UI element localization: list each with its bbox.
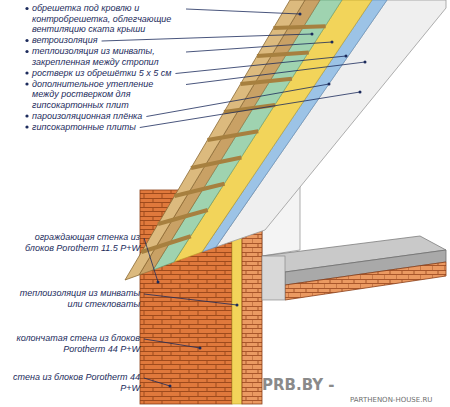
leader-dot xyxy=(364,61,367,64)
bullet xyxy=(25,50,28,53)
watermark: PRB.BY - xyxy=(262,376,335,394)
wind-barrier xyxy=(153,0,342,270)
callout-label: стена из блоков Porotherm 44 P+W xyxy=(10,372,140,393)
callout-label: ограждающая стенка из блоков Porotherm 1… xyxy=(10,232,140,253)
leader-line xyxy=(144,238,158,282)
callout-label: ростверк из обрешётки 5 x 5 см xyxy=(32,68,171,79)
watermark: PARTHENON-HOUSE.RU xyxy=(350,396,432,404)
rafter xyxy=(125,0,305,280)
leader-line xyxy=(102,34,312,41)
callout-label: ветроизоляция xyxy=(32,35,98,46)
leader-dot xyxy=(169,385,172,388)
callout-label: теплоизоляция из минваты или стекловаты xyxy=(10,288,140,309)
batten xyxy=(175,184,225,196)
leader-line xyxy=(186,62,365,85)
bullet xyxy=(25,125,28,128)
batten xyxy=(257,53,309,57)
callout-label: колончатая стена из блоков Porotherm 44 … xyxy=(10,333,140,354)
leader-dot xyxy=(345,55,348,58)
batten xyxy=(191,158,241,169)
bullet xyxy=(25,114,28,117)
callout-label: гипсокартонные плиты xyxy=(32,122,136,133)
bullet xyxy=(25,82,28,85)
leader-dot xyxy=(328,83,331,86)
callout-label: пароизоляционная плёнка xyxy=(32,111,142,122)
bullet xyxy=(25,71,28,74)
bullet xyxy=(25,7,28,10)
leader-dot xyxy=(311,33,314,36)
counter-batten xyxy=(139,0,320,275)
batten xyxy=(224,105,275,112)
leader-dot xyxy=(299,13,302,16)
leader-dot xyxy=(331,41,334,44)
leader-line xyxy=(144,339,200,348)
bullet xyxy=(25,39,28,42)
batten xyxy=(241,79,292,84)
leader-dot xyxy=(359,91,362,94)
leader-line xyxy=(144,294,237,305)
leader-line xyxy=(144,378,170,386)
leader-line xyxy=(186,9,300,14)
battens xyxy=(142,26,326,252)
leader-line xyxy=(140,92,360,128)
callout-label: дополнительное утепление между ростверко… xyxy=(32,79,182,111)
callout-label: обрешетка под кровлю и контробрешетка, о… xyxy=(32,3,182,35)
leader-dot xyxy=(236,304,239,307)
batten xyxy=(208,131,259,140)
callout-label: теплоизоляция из минваты, закрепленная м… xyxy=(32,46,182,67)
leader-dot xyxy=(157,281,160,284)
batten xyxy=(142,236,191,252)
batten xyxy=(274,26,326,28)
floor-blocks xyxy=(285,262,446,300)
leader-dot xyxy=(199,347,202,350)
leader-line xyxy=(175,56,346,74)
batten xyxy=(158,210,208,224)
ring-beam xyxy=(262,256,285,300)
leader-line xyxy=(186,42,332,52)
